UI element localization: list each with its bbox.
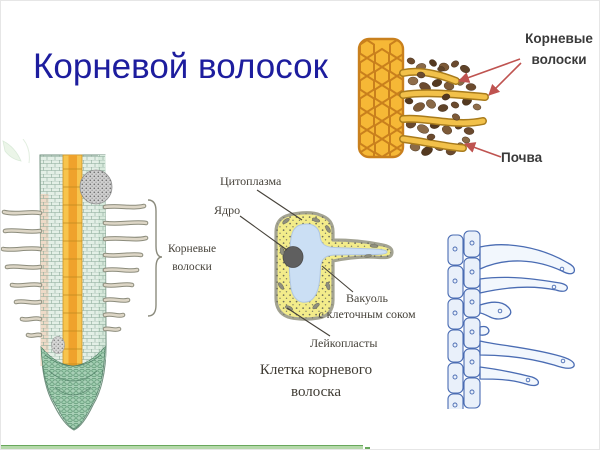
root-column [357, 37, 405, 159]
hair-tip-nuclei [497, 266, 566, 383]
root-hairs-left [1, 209, 43, 338]
nucleus [282, 246, 304, 268]
footer-accent-bar [1, 445, 363, 449]
watermark-leaf [2, 139, 30, 164]
central-cylinder [62, 154, 83, 382]
label-root-hairs-section: Корневые волоски [167, 243, 217, 273]
label-nucleus: Ядро [214, 203, 241, 217]
label-cytoplasm: Цитоплазма [220, 174, 282, 188]
label-soil: Почва [501, 150, 543, 165]
label-leucoplasts: Лейкопласты [310, 336, 378, 350]
epidermis-cells [447, 230, 481, 409]
soil-root-hairs [399, 67, 489, 152]
cell-nuclei [452, 240, 475, 408]
soil-particles-front [416, 66, 471, 144]
label-root-hairs-soil: Корневые волоски [525, 31, 593, 67]
soil-clump [51, 169, 113, 354]
epidermis-micrograph-illustration [447, 230, 576, 409]
label-vacuole-line2: с клеточным соком [318, 307, 416, 322]
label-vacuole: Вакуоль с клеточным соком [317, 290, 417, 322]
root-body [39, 154, 107, 431]
label-vacuole-line1: Вакуоль [346, 291, 388, 305]
root-cap [40, 345, 106, 430]
page-title: Корневой волосок [33, 47, 328, 86]
footer-accent-dash [365, 447, 370, 449]
root-section-illustration [1, 139, 149, 431]
soil-root-illustration [357, 37, 489, 159]
root-hairs-right [102, 203, 149, 333]
cell-figure-caption: Клетка корневого волоска [259, 362, 373, 400]
micro-root-hairs [479, 244, 576, 387]
